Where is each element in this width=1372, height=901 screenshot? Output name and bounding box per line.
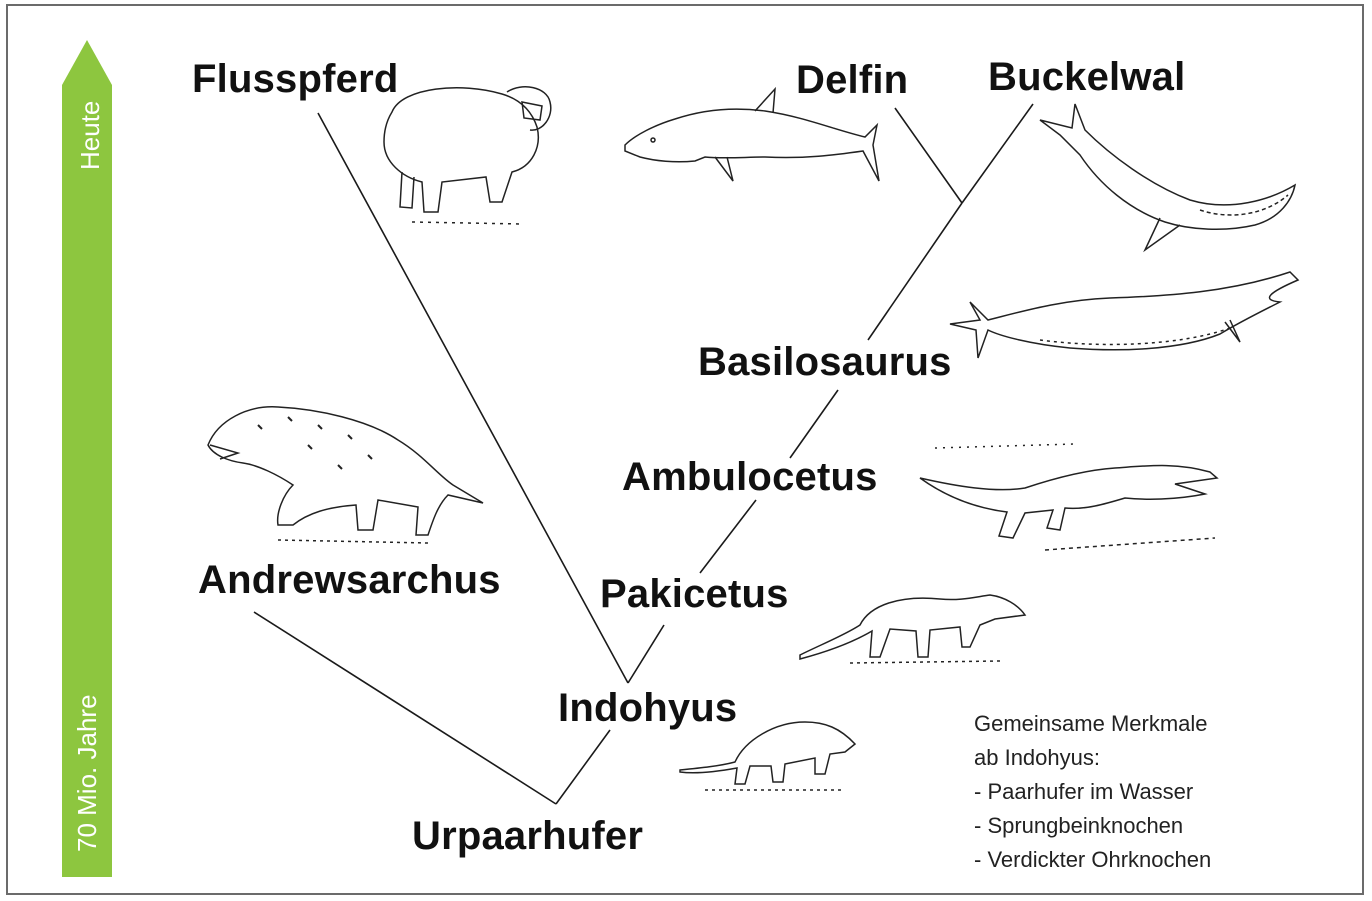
- taxon-urpaarhufer: Urpaarhufer: [412, 814, 643, 859]
- shared-trait-item: - Sprungbeinknochen: [974, 809, 1211, 843]
- taxon-humpback: Buckelwal: [988, 55, 1185, 100]
- ambulocetus-icon: [915, 438, 1225, 558]
- hippo-icon: [372, 72, 562, 242]
- indohyus-icon: [675, 710, 865, 800]
- humpback-whale-icon: [1030, 100, 1305, 260]
- branch-andrewsarchus: [254, 612, 556, 804]
- shared-trait-item: - Verdickter Ohrknochen: [974, 843, 1211, 877]
- shared-traits-note: Gemeinsame Merkmale ab Indohyus: - Paarh…: [974, 707, 1211, 877]
- taxon-ambulocetus: Ambulocetus: [622, 455, 878, 500]
- basilosaurus-icon: [940, 262, 1305, 372]
- taxon-pakicetus: Pakicetus: [600, 572, 789, 617]
- shared-trait-item: - Paarhufer im Wasser: [974, 775, 1211, 809]
- shared-traits-heading-2: ab Indohyus:: [974, 741, 1211, 775]
- taxon-basilosaurus: Basilosaurus: [698, 340, 952, 385]
- branch-dolphin: [895, 108, 962, 203]
- taxon-andrewsarchus: Andrewsarchus: [198, 558, 501, 603]
- dolphin-icon: [615, 85, 885, 195]
- branch-urpaarhufer-indohyus: [556, 730, 610, 804]
- pakicetus-icon: [790, 575, 1030, 675]
- shared-traits-heading-1: Gemeinsame Merkmale: [974, 707, 1211, 741]
- taxon-hippo: Flusspferd: [192, 57, 398, 102]
- branch-pakicetus: [628, 625, 664, 683]
- branch-humpback: [962, 104, 1033, 203]
- branch-ambulocetus: [700, 500, 756, 573]
- branch-basilosaurus: [790, 390, 838, 458]
- andrewsarchus-icon: [198, 395, 488, 555]
